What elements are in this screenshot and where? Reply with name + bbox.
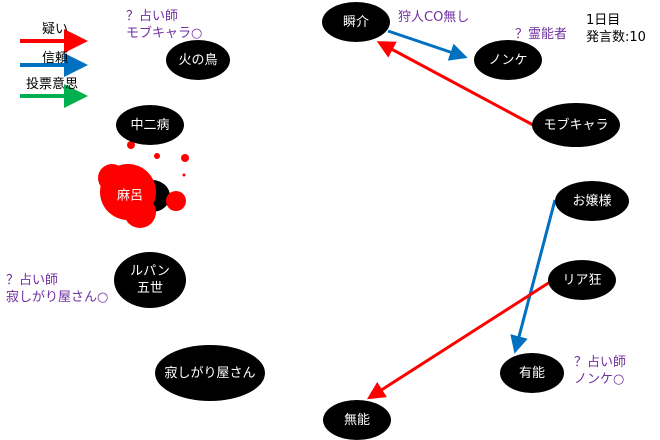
legend-suspicion-label: 疑い bbox=[42, 22, 69, 37]
edge-mobkyara-to-shunsuke bbox=[376, 41, 536, 128]
note-line: ？占い師 bbox=[574, 355, 627, 370]
node-hinotori[interactable]: 火の鳥 bbox=[166, 40, 230, 80]
node-munou[interactable]: 無能 bbox=[323, 400, 391, 440]
status-box: 1日目 発言数:10 bbox=[586, 12, 646, 46]
edge-shunsuke-to-nonke bbox=[387, 29, 468, 61]
legend-trust-label: 信頼 bbox=[42, 51, 69, 66]
node-label: 五世 bbox=[136, 281, 163, 296]
note-shunsuke-hunter: 狩人CO無し bbox=[398, 10, 470, 25]
edge-riakyou-to-munou bbox=[366, 280, 551, 400]
note-line: モブキャラ○ bbox=[126, 26, 203, 41]
blood-splatter bbox=[98, 141, 189, 228]
note-mob-seer: ？占い師 モブキャラ○ bbox=[126, 8, 202, 42]
node-chuunibyou[interactable]: 中二病 bbox=[116, 105, 184, 145]
day-label: 1日目 bbox=[586, 13, 621, 28]
node-nonke[interactable]: ノンケ bbox=[474, 40, 542, 80]
note-lupin-seer: ？占い師 寂しがり屋さん○ bbox=[6, 272, 108, 306]
node-ojousama[interactable]: お嬢様 bbox=[555, 181, 629, 221]
legend-vote-label: 投票意思 bbox=[26, 77, 79, 92]
node-riakyou[interactable]: リア狂 bbox=[548, 260, 616, 300]
note-line: ？占い師 bbox=[126, 9, 179, 24]
note-nonke-medium: ？霊能者 bbox=[515, 27, 568, 42]
node-label: ルパン bbox=[130, 264, 170, 279]
note-line: 寂しがり屋さん○ bbox=[6, 290, 109, 305]
node-maro[interactable]: 麻呂 bbox=[116, 188, 144, 204]
edge-ojousama-to-yuunou bbox=[510, 199, 557, 354]
note-yuunou-seer: ？占い師 ノンケ○ bbox=[574, 354, 626, 388]
note-line: ？占い師 bbox=[6, 273, 59, 288]
node-lupin[interactable]: ルパン 五世 bbox=[114, 252, 186, 308]
node-mobkyara[interactable]: モブキャラ bbox=[532, 103, 620, 147]
node-shunsuke[interactable]: 瞬介 bbox=[322, 2, 390, 42]
node-yuunou[interactable]: 有能 bbox=[500, 353, 564, 393]
node-sabishigariya[interactable]: 寂しがり屋さん bbox=[155, 345, 265, 401]
post-count: 発言数:10 bbox=[586, 30, 646, 45]
note-line: ノンケ○ bbox=[574, 372, 625, 387]
